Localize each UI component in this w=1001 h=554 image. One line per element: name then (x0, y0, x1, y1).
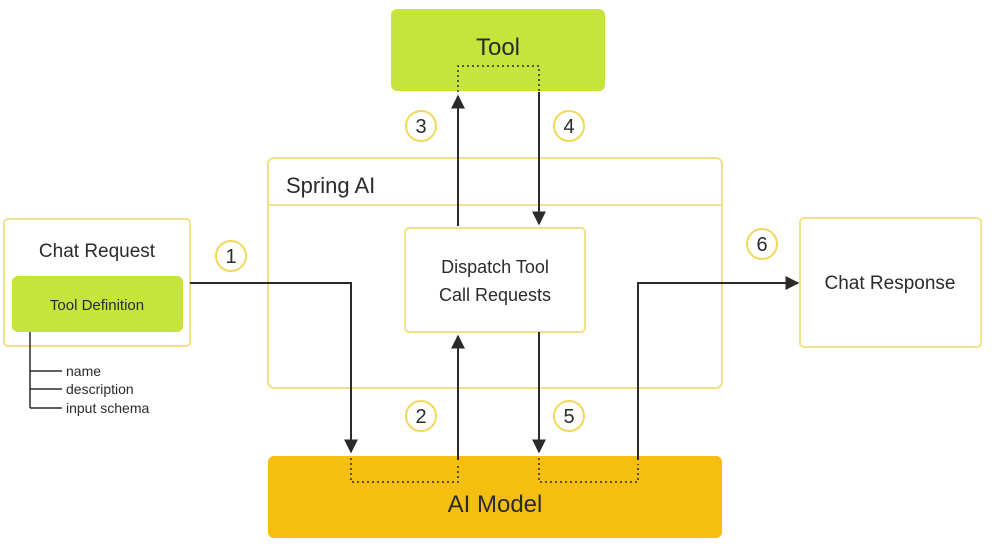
chat-response-box (799, 217, 982, 348)
tool-definition-fields (29, 332, 62, 409)
dispatch-box (404, 227, 586, 333)
step-number-4: 4 (563, 116, 574, 138)
tool-box (391, 9, 605, 91)
step-number-6: 6 (756, 234, 767, 256)
step-circle-1 (215, 240, 247, 272)
field-name: name (66, 363, 101, 379)
field-description: description (66, 381, 134, 397)
field-input-schema: input schema (66, 400, 149, 416)
step-number-3: 3 (415, 116, 426, 138)
chat-request-label: Chat Request (39, 241, 156, 262)
dispatch-label-line1: Dispatch Tool (441, 257, 549, 277)
step-circle-3 (405, 110, 437, 142)
dispatch-label-line2: Call Requests (439, 285, 551, 305)
dotted-connectors (350, 65, 639, 483)
step-circle-5 (553, 400, 585, 432)
step-number-1: 1 (225, 246, 236, 268)
step-markers: 1 2 3 4 5 6 (215, 110, 778, 432)
arrow-request-to-model (190, 282, 358, 454)
spring-ai-container (267, 157, 723, 389)
arrow-model-to-response (637, 276, 800, 460)
tool-label: Tool (476, 34, 520, 61)
chat-response-label: Chat Response (825, 273, 956, 294)
ai-model-box (268, 456, 722, 538)
step-number-2: 2 (415, 406, 426, 428)
step-circle-6 (746, 228, 778, 260)
step-circle-2 (405, 400, 437, 432)
step-number-5: 5 (563, 406, 574, 428)
tool-definition-label: Tool Definition (50, 297, 144, 314)
ai-model-label: AI Model (448, 491, 543, 518)
tool-definition-box (12, 276, 183, 332)
step-circle-4 (553, 110, 585, 142)
spring-ai-label: Spring AI (286, 173, 375, 198)
flow-arrows (190, 92, 800, 460)
